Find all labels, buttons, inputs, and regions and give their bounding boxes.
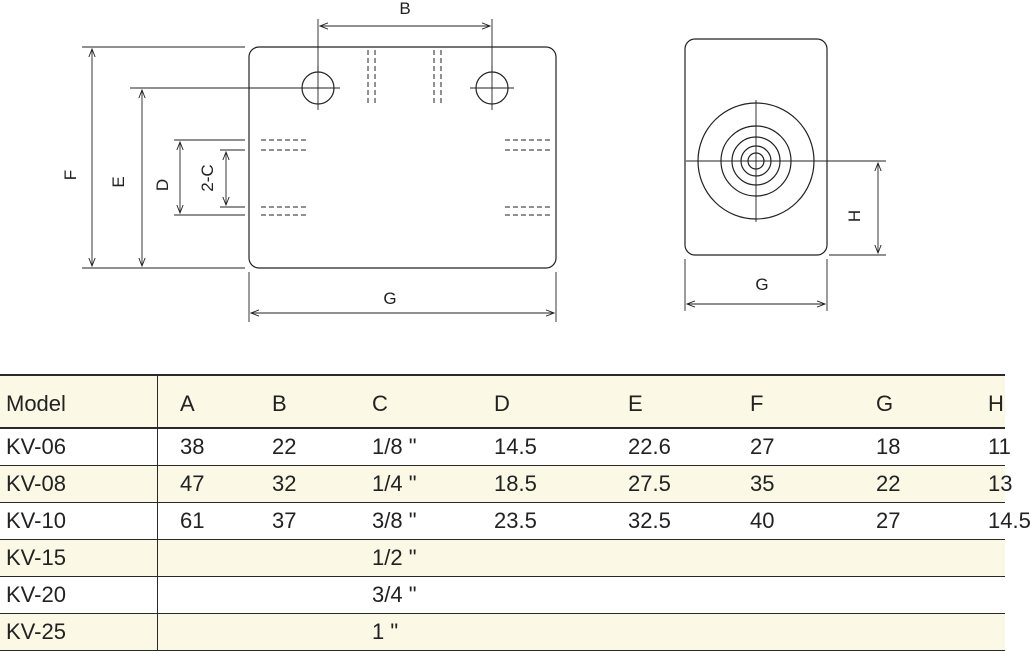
cell-b (250, 576, 350, 614)
front-body-outline (248, 46, 557, 269)
cell-a: 38 (157, 428, 250, 466)
cell-c: 3/8 " (350, 502, 472, 540)
label-d: D (153, 179, 172, 191)
cell-e: 27.5 (606, 465, 728, 503)
header-c: C (350, 374, 472, 429)
header-h: H (966, 374, 1005, 429)
cell-a (157, 613, 250, 651)
spec-table: Model A B C D E F G H KV-06 38 22 1/8 " … (0, 374, 1031, 651)
cell-model: KV-15 (0, 539, 158, 577)
cell-d: 23.5 (472, 502, 606, 540)
cell-b: 32 (250, 465, 350, 503)
label-e: E (109, 176, 128, 187)
cell-d (472, 539, 606, 577)
table-header-row: Model A B C D E F G H (0, 374, 1005, 429)
cell-h (966, 613, 1005, 651)
header-g: G (854, 374, 966, 429)
cell-f: 35 (728, 465, 854, 503)
cell-a: 61 (157, 502, 250, 540)
cell-f: 27 (728, 428, 854, 466)
cell-e (606, 613, 728, 651)
cell-e (606, 576, 728, 614)
cell-g: 18 (854, 428, 966, 466)
cell-h: 14.5 (966, 502, 1031, 540)
table-row: KV-06 38 22 1/8 " 14.5 22.6 27 18 11 (0, 428, 1011, 466)
cell-f (728, 539, 854, 577)
cell-h (966, 576, 1005, 614)
cell-c: 1/2 " (350, 539, 472, 577)
table-row: KV-20 3/4 " (0, 576, 1005, 614)
cell-model: KV-10 (0, 502, 158, 540)
cell-c: 1/8 " (350, 428, 472, 466)
cell-b (250, 613, 350, 651)
label-2c: 2-C (198, 164, 217, 191)
side-view (684, 38, 886, 311)
header-d: D (472, 374, 606, 429)
front-view (82, 19, 557, 322)
cell-c: 3/4 " (350, 576, 472, 614)
cell-f (728, 576, 854, 614)
cell-model: KV-06 (0, 428, 158, 466)
table-row: KV-15 1/2 " (0, 539, 1005, 577)
cell-g: 27 (854, 502, 966, 540)
cell-d: 14.5 (472, 428, 606, 466)
label-f: F (61, 170, 80, 180)
cell-h (966, 539, 1005, 577)
cell-g (854, 613, 966, 651)
header-f: F (728, 374, 854, 429)
dimension-drawing: B F E D 2-C G H G (61, 0, 886, 322)
cell-c: 1/4 " (350, 465, 472, 503)
header-e: E (606, 374, 728, 429)
cell-d: 18.5 (472, 465, 606, 503)
cell-d (472, 576, 606, 614)
header-model: Model (0, 374, 158, 429)
table-row: KV-10 61 37 3/8 " 23.5 32.5 40 27 14.5 (0, 502, 1031, 540)
cell-a (157, 576, 250, 614)
cell-a (157, 539, 250, 577)
cell-a: 47 (157, 465, 250, 503)
cell-model: KV-20 (0, 576, 158, 614)
header-b: B (250, 374, 350, 429)
cell-d (472, 613, 606, 651)
label-h: H (845, 210, 864, 222)
cell-f: 40 (728, 502, 854, 540)
label-g-side: G (755, 275, 768, 294)
cell-model: KV-08 (0, 465, 158, 503)
cell-model: KV-25 (0, 613, 158, 651)
cell-e (606, 539, 728, 577)
cell-g: 22 (854, 465, 966, 503)
cell-h: 11 (966, 428, 1011, 466)
header-a: A (157, 374, 250, 429)
cell-g (854, 539, 966, 577)
cell-b (250, 539, 350, 577)
cell-g (854, 576, 966, 614)
cell-e: 22.6 (606, 428, 728, 466)
cell-c: 1 " (350, 613, 472, 651)
cell-b: 37 (250, 502, 350, 540)
cell-b: 22 (250, 428, 350, 466)
label-g-front: G (383, 289, 396, 308)
table-row: KV-25 1 " (0, 613, 1005, 651)
cell-e: 32.5 (606, 502, 728, 540)
side-body-outline (684, 38, 828, 256)
cell-h: 13 (966, 465, 1012, 503)
cell-f (728, 613, 854, 651)
table-row: KV-08 47 32 1/4 " 18.5 27.5 35 22 13 (0, 465, 1012, 503)
label-b: B (399, 0, 410, 18)
